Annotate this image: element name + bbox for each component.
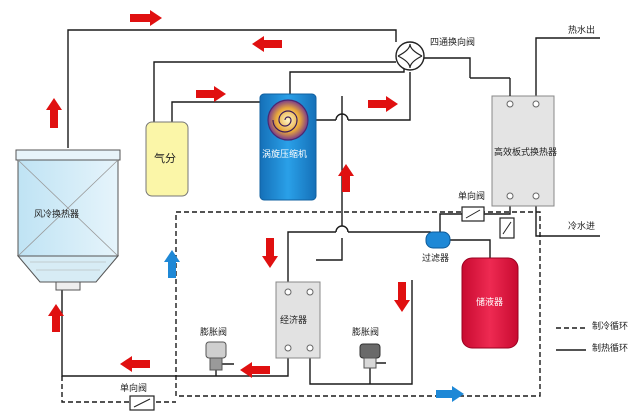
four-way-valve-body [395,41,425,71]
pipe-top [67,29,397,148]
scroll-compressor [259,93,317,201]
label-filter: 过滤器 [422,254,450,264]
label-receiver: 储液器 [476,298,504,308]
pipe-mid-to-econ [316,238,343,261]
red-arrows [46,10,410,378]
dashed-bottom-left [61,376,176,403]
air-exchanger-funnel [16,255,120,283]
check-valve-right [499,217,515,239]
pipe-sep-to-comp [171,101,262,122]
arrow-down [394,282,410,312]
four-way-valve [395,41,425,71]
pipe-check-to-filter [439,213,462,232]
dashed-pipes [61,211,541,403]
pipe-gas-sep-top [153,61,396,122]
arrow-up [338,164,354,192]
check-valve-top [461,206,485,222]
pipe-econ-bottom-right [309,280,413,385]
filter [425,231,451,249]
arrow-right [196,86,226,102]
label-cold-water-in: 冷水进 [568,222,596,232]
dashed-loop [175,211,541,397]
plate-exchanger-body [491,95,555,207]
label-plate-exchanger: 高效板式换热器 [494,148,558,158]
pipe-crossover-2 [335,225,349,233]
air-cooled-heat-exchanger [15,149,121,291]
pipe-hot-water [535,37,600,110]
label-hot-water-out: 热水出 [568,26,596,36]
arrow-right [130,10,162,26]
pipe-cold-water [535,198,600,237]
compressor-scroll [267,99,309,141]
arrow-up [46,98,62,128]
label-air-exchanger: 风冷换热器 [34,210,80,220]
label-check-valve-top: 单向阀 [458,192,486,202]
pipe-filter-to-receiver [446,239,491,258]
pipe-econ-top [287,231,336,286]
air-exchanger-cap [15,149,121,161]
arrow-down [262,238,278,268]
solid-pipes [61,29,600,385]
pipe-econ-bottom [61,290,289,377]
label-economizer: 经济器 [280,316,308,326]
arrow-left [120,356,150,372]
label-gas-separator: 气分 [154,152,176,165]
label-four-way-valve: 四通换向阀 [430,38,476,48]
label-expansion-valve-left: 膨胀阀 [200,328,228,338]
check-valve-bottom [129,395,155,411]
arrow-left [252,36,282,52]
arrow-left [240,362,270,378]
legend-heating: 制热循环 [592,344,629,354]
legend-cooling: 制冷循环 [592,322,629,332]
label-check-valve-bottom: 单向阀 [120,384,148,394]
expansion-valve-right [359,343,386,369]
pipe-discharge-to-valve [348,72,411,121]
pipe-valve-to-hx [424,57,471,78]
arrow-up [164,250,180,278]
receiver [461,257,519,349]
expansion-valve-left [205,341,234,371]
label-compressor: 涡旋压缩机 [262,150,308,160]
blue-arrows [164,250,464,402]
arrow-up [48,304,64,332]
pipe-comp-to-valve [289,68,405,94]
label-expansion-valve-right: 膨胀阀 [352,328,380,338]
arrow-right [368,96,398,112]
gas-separator [145,121,189,197]
economizer [275,281,321,359]
plate-heat-exchanger [470,77,555,207]
economizer-body [275,281,321,359]
pipe-to-filter [348,231,431,240]
arrow-right [436,386,464,402]
